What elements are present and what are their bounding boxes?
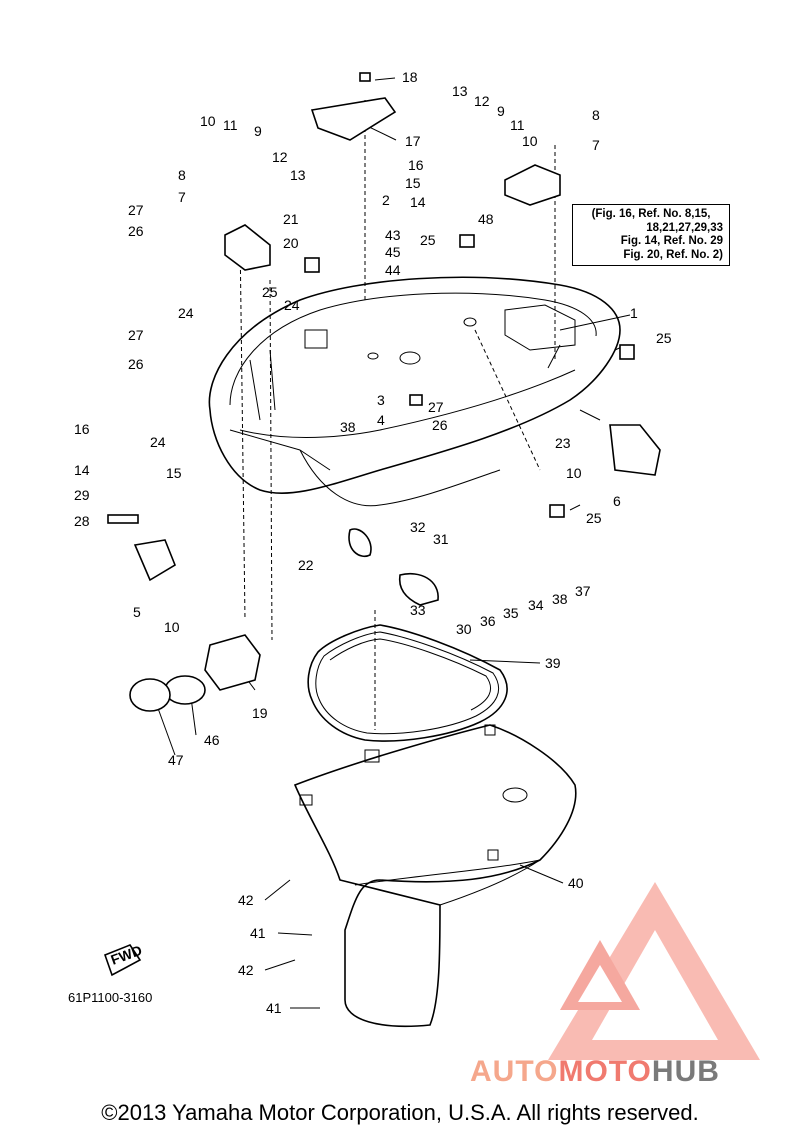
callout-44: 44 — [385, 262, 401, 278]
callout-25: 25 — [586, 510, 602, 526]
callout-15: 15 — [166, 465, 182, 481]
callout-42: 42 — [238, 892, 254, 908]
note-line: Fig. 20, Ref. No. 2) — [623, 248, 723, 261]
callout-20: 20 — [283, 235, 299, 251]
callout-7: 7 — [178, 189, 186, 205]
callout-16: 16 — [408, 157, 424, 173]
callout-24: 24 — [150, 434, 166, 450]
callout-11: 11 — [223, 117, 238, 133]
callout-4: 4 — [377, 412, 385, 428]
watermark-logo-icon — [548, 882, 760, 1060]
callout-3: 3 — [377, 392, 385, 408]
callout-23: 23 — [555, 435, 571, 451]
bottom-cowling-tray — [208, 276, 621, 507]
callout-12: 12 — [474, 93, 490, 109]
copyright-text: ©2013 Yamaha Motor Corporation, U.S.A. A… — [101, 1100, 699, 1125]
brand-part-1: AUTO — [470, 1055, 559, 1088]
callout-24: 24 — [178, 305, 194, 321]
callout-42: 42 — [238, 962, 254, 978]
parts — [103, 72, 661, 977]
callout-29: 29 — [74, 487, 90, 503]
callout-31: 31 — [433, 531, 449, 547]
note-line: Fig. 14, Ref. No. 29 — [620, 235, 723, 247]
callout-5: 5 — [133, 604, 141, 620]
callout-45: 45 — [385, 244, 401, 260]
callout-48: 48 — [478, 211, 494, 227]
brand-wordmark: AUTOMOTOHUB — [470, 1055, 720, 1089]
callout-10: 10 — [566, 465, 582, 481]
callout-46: 46 — [204, 732, 220, 748]
callout-36: 36 — [480, 613, 496, 629]
callouts: 18 17 13 12 9 11 10 8 7 16 15 14 48 25 2… — [74, 69, 672, 1016]
callout-40: 40 — [568, 875, 584, 891]
callout-38: 38 — [552, 591, 568, 607]
callout-27: 27 — [128, 327, 144, 343]
callout-2: 2 — [382, 192, 390, 208]
callout-27: 27 — [428, 399, 444, 415]
seal-gasket — [307, 624, 508, 742]
callout-32: 32 — [410, 519, 426, 535]
callout-7: 7 — [592, 137, 600, 153]
callout-14: 14 — [74, 462, 90, 478]
callout-37: 37 — [575, 583, 591, 599]
callout-41: 41 — [266, 1000, 282, 1016]
callout-18: 18 — [402, 69, 418, 85]
callout-8: 8 — [178, 167, 186, 183]
callout-26: 26 — [432, 417, 448, 433]
callout-41: 41 — [250, 925, 266, 941]
note-line: 18,21,27,29,33 — [646, 221, 723, 234]
callout-12: 12 — [272, 149, 288, 165]
callout-16: 16 — [74, 421, 90, 437]
callout-17: 17 — [405, 133, 421, 149]
note-line: (Fig. 16, Ref. No. 8,15, — [591, 208, 711, 220]
callout-8: 8 — [592, 107, 600, 123]
callout-28: 28 — [74, 513, 90, 529]
reference-note: (Fig. 16, Ref. No. 8,15, 18,21,27,29,33 … — [572, 204, 730, 266]
callout-30: 30 — [456, 621, 472, 637]
callout-35: 35 — [503, 605, 519, 621]
callout-11: 11 — [510, 117, 525, 133]
callout-10: 10 — [200, 113, 216, 129]
callout-9: 9 — [497, 103, 505, 119]
callout-14: 14 — [410, 194, 426, 210]
diagram-code: 61P1100-3160 — [68, 990, 153, 1005]
callout-26: 26 — [128, 223, 144, 239]
callout-27: 27 — [128, 202, 144, 218]
callout-13: 13 — [290, 167, 306, 183]
callout-10: 10 — [164, 619, 180, 635]
callout-43: 43 — [385, 227, 401, 243]
callout-13: 13 — [452, 83, 468, 99]
callout-9: 9 — [254, 123, 262, 139]
callout-47: 47 — [168, 752, 184, 768]
callout-15: 15 — [405, 175, 421, 191]
callout-19: 19 — [252, 705, 268, 721]
callout-22: 22 — [298, 557, 314, 573]
brand-part-3: HUB — [651, 1055, 720, 1088]
callout-10: 10 — [522, 133, 538, 149]
lower-cowling — [293, 724, 577, 1028]
callout-1: 1 — [630, 305, 638, 321]
brand-part-2: MOTO — [558, 1055, 652, 1088]
callout-25: 25 — [420, 232, 436, 248]
callout-33: 33 — [410, 602, 426, 618]
callout-25: 25 — [262, 284, 278, 300]
callout-26: 26 — [128, 356, 144, 372]
callout-21: 21 — [283, 211, 299, 227]
callout-38: 38 — [340, 419, 356, 435]
callout-24: 24 — [284, 297, 300, 313]
callout-6: 6 — [613, 493, 621, 509]
callout-39: 39 — [545, 655, 561, 671]
callout-25: 25 — [656, 330, 672, 346]
callout-34: 34 — [528, 597, 544, 613]
